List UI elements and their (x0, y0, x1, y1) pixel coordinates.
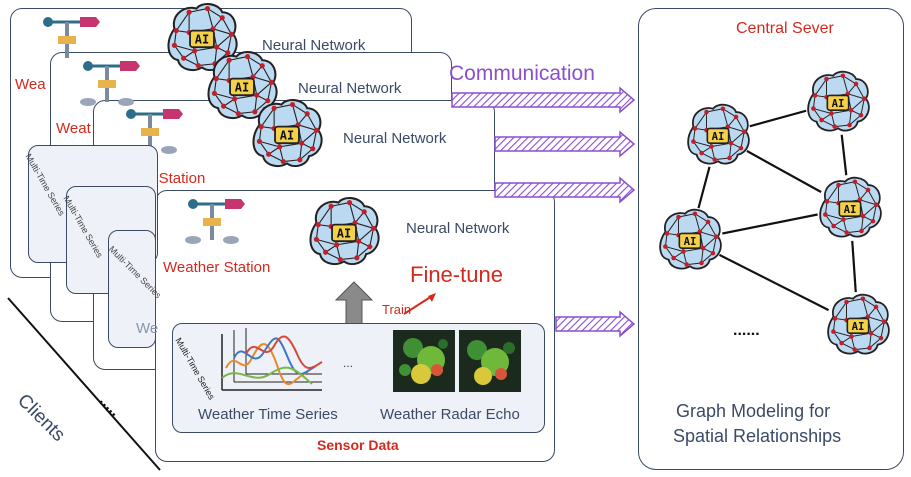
brain-network-icon: AI (819, 176, 882, 238)
ai-badge-text: AI (712, 130, 725, 143)
sensor-box-back (108, 230, 156, 348)
fine-tune-label: Fine-tune (410, 262, 503, 287)
communication-arrow (494, 176, 636, 204)
ai-badge-text: AI (832, 97, 845, 110)
brain-network-icon: AI (827, 293, 890, 355)
brain-network-icon: AI (687, 103, 750, 165)
ai-badge-text: AI (280, 129, 294, 143)
weather-station-icon (43, 17, 100, 58)
brain-network-icon: AI (659, 208, 722, 270)
time-series-icon (221, 328, 323, 391)
communication-arrow (451, 86, 636, 114)
ai-badge-text: AI (235, 81, 249, 95)
neural-network-label: Neural Network (343, 130, 447, 147)
weather-radar-echo-label: Weather Radar Echo (380, 406, 520, 423)
neural-network-label: Neural Network (262, 37, 366, 54)
brain-network-icon: AI (167, 3, 238, 71)
ai-badge-text: AI (337, 227, 351, 241)
train-arrow (403, 293, 436, 315)
ai-badge-text: AI (684, 235, 697, 248)
neural-network-label: Neural Network (298, 80, 402, 97)
brain-network-icon: AI (252, 99, 323, 167)
ai-badge-text: AI (195, 33, 209, 47)
neural-network-label-front: Neural Network (406, 220, 510, 237)
communication-label: Communication (449, 62, 595, 85)
server-dots: ...... (733, 322, 760, 339)
communication-arrow (494, 130, 636, 158)
weather-time-series-label: Weather Time Series (198, 406, 338, 423)
ai-badge-text: AI (852, 320, 865, 333)
brain-network-icon: AI (807, 70, 870, 132)
ellipsis: ... (343, 356, 354, 370)
central-server-title: Central Sever (736, 20, 834, 37)
clients-arrow-line (7, 297, 161, 471)
ai-badge-text: AI (844, 203, 857, 216)
weather-label-truncated: Wea (15, 76, 46, 93)
brain-network-icon: AI (309, 197, 380, 265)
communication-arrow (555, 310, 636, 338)
radar-echo-image (459, 330, 521, 392)
weather-label-truncated: Weat (56, 120, 91, 137)
brain-network-icon: AI (207, 51, 278, 119)
radar-echo-image (393, 330, 455, 392)
weather-station-icon (185, 199, 245, 244)
server-caption-line2: Spatial Relationships (673, 426, 842, 446)
sensor-data-label: Sensor Data (317, 437, 399, 453)
weather-station-icon (80, 61, 140, 106)
weather-station-label-front: Weather Station (163, 259, 271, 276)
server-caption-line1: Graph Modeling for (676, 401, 831, 421)
weather-label-truncated: We (136, 320, 159, 337)
